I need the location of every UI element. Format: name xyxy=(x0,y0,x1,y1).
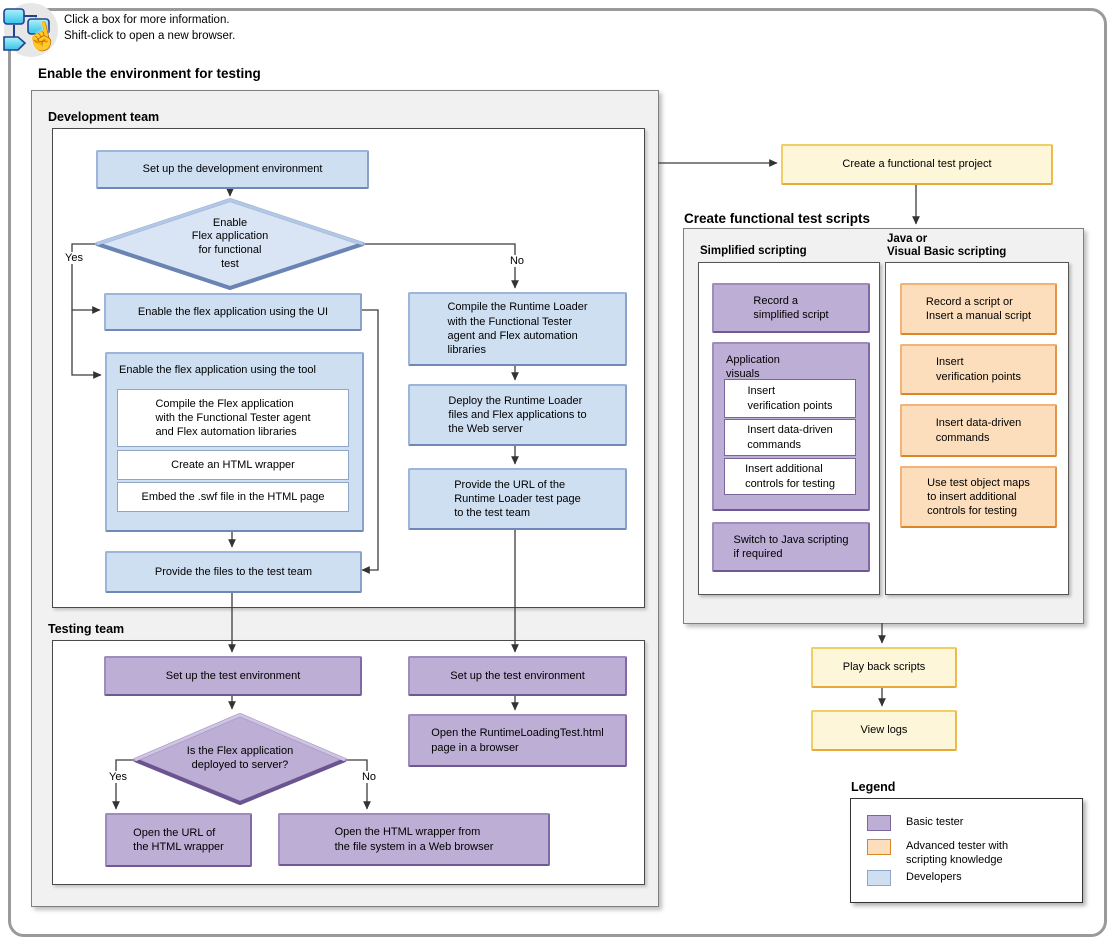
node-label: Create an HTML wrapper xyxy=(171,458,295,471)
legend-swatch-basic-tester xyxy=(867,815,891,831)
node-provide-url-runtime-loader[interactable]: Provide the URL of the Runtime Loader te… xyxy=(408,468,627,530)
node-label: Record a simplified script xyxy=(753,294,829,321)
node-label: Open the HTML wrapper from the file syst… xyxy=(334,826,494,853)
column-title-simplified-scripting: Simplified scripting xyxy=(700,245,807,257)
node-compile-flex-application[interactable]: Compile the Flex application with the Fu… xyxy=(117,389,349,447)
legend-label: Basic tester xyxy=(906,816,964,828)
container-label: Application visuals xyxy=(726,354,780,380)
legend-row-developers: Developers xyxy=(867,870,962,886)
decision-diamond-shape xyxy=(133,713,347,805)
node-label: Insert additional controls for testing xyxy=(745,463,835,490)
node-label: Play back scripts xyxy=(842,661,926,674)
legend-row-advanced-tester: Advanced tester with scripting knowledge xyxy=(867,839,1008,868)
node-record-script-or-manual[interactable]: Record a script or Insert a manual scrip… xyxy=(900,283,1057,335)
legend-label: Advanced tester with scripting knowledge xyxy=(906,840,1009,867)
decision-label: Is the Flex application deployed to serv… xyxy=(186,745,294,771)
node-setup-test-environment-left[interactable]: Set up the test environment xyxy=(104,656,362,696)
node-label: Insert verification points xyxy=(936,356,1021,383)
node-label: Set up the test environment xyxy=(165,669,301,682)
container-label: Enable the flex application using the to… xyxy=(119,364,316,376)
node-create-html-wrapper[interactable]: Create an HTML wrapper xyxy=(117,450,349,480)
node-label: View logs xyxy=(860,724,908,737)
node-label: Open the URL of the HTML wrapper xyxy=(133,826,224,853)
branch-label-yes: Yes xyxy=(58,252,90,264)
node-provide-files-to-test-team[interactable]: Provide the files to the test team xyxy=(105,551,362,593)
node-embed-swf-file[interactable]: Embed the .swf file in the HTML page xyxy=(117,482,349,512)
node-open-runtimeloadingtest-page[interactable]: Open the RuntimeLoadingTest.html page in… xyxy=(408,714,627,767)
column-title-java-vb-scripting: Java or Visual Basic scripting xyxy=(887,233,1007,259)
node-insert-data-driven-commands-java[interactable]: Insert data-driven commands xyxy=(900,404,1057,457)
node-view-logs[interactable]: View logs xyxy=(811,710,957,751)
branch-label-no: No xyxy=(353,771,385,783)
section-title-create-scripts: Create functional test scripts xyxy=(684,211,871,226)
node-open-html-wrapper-file-system[interactable]: Open the HTML wrapper from the file syst… xyxy=(278,813,550,866)
node-compile-runtime-loader[interactable]: Compile the Runtime Loader with the Func… xyxy=(408,292,627,366)
node-label: Set up the development environment xyxy=(142,163,323,176)
legend-label: Developers xyxy=(906,871,962,883)
node-label: Insert verification points xyxy=(747,385,833,412)
node-label: Deploy the Runtime Loader files and Flex… xyxy=(448,394,587,436)
group-title-development-team: Development team xyxy=(48,110,160,124)
node-insert-verification-points-simplified[interactable]: Insert verification points xyxy=(724,379,856,418)
legend-box: Basic tester Advanced tester with script… xyxy=(850,798,1083,903)
node-label: Insert data-driven commands xyxy=(747,424,833,451)
node-label: Create a functional test project xyxy=(842,158,992,171)
banner-line-2: Shift-click to open a new browser. xyxy=(64,29,236,42)
node-label: Provide the URL of the Runtime Loader te… xyxy=(454,478,581,520)
branch-label-no: No xyxy=(501,255,533,267)
flowchart-icon xyxy=(3,3,58,57)
node-label: Provide the files to the test team xyxy=(154,565,313,578)
node-label: Open the RuntimeLoadingTest.html page in… xyxy=(431,727,604,754)
node-play-back-scripts[interactable]: Play back scripts xyxy=(811,647,957,688)
node-label: Embed the .swf file in the HTML page xyxy=(141,490,325,503)
group-title-testing-team: Testing team xyxy=(48,622,125,636)
decision-label: Enable Flex application for functional t… xyxy=(191,216,269,270)
node-label: Compile the Flex application with the Fu… xyxy=(155,397,311,439)
node-switch-to-java-scripting[interactable]: Switch to Java scripting if required xyxy=(712,522,870,572)
node-label: Set up the test environment xyxy=(450,669,585,682)
branch-label-yes: Yes xyxy=(102,771,134,783)
decision-diamond-shape xyxy=(95,198,365,290)
node-deploy-runtime-loader[interactable]: Deploy the Runtime Loader files and Flex… xyxy=(408,384,627,446)
legend-title: Legend xyxy=(851,780,896,794)
node-enable-flex-ui[interactable]: Enable the flex application using the UI xyxy=(104,293,362,331)
node-label: Enable the flex application using the UI xyxy=(137,305,329,318)
node-open-url-html-wrapper[interactable]: Open the URL of the HTML wrapper xyxy=(105,813,252,867)
node-label: Insert data-driven commands xyxy=(935,417,1022,444)
decision-flex-deployed-to-server[interactable]: Is the Flex application deployed to serv… xyxy=(133,713,347,805)
decision-enable-flex-application[interactable]: Enable Flex application for functional t… xyxy=(95,198,365,290)
node-create-functional-test-project[interactable]: Create a functional test project xyxy=(781,144,1053,185)
node-setup-development-environment[interactable]: Set up the development environment xyxy=(96,150,369,189)
banner-instructions: Click a box for more information. Shift-… xyxy=(64,13,235,44)
node-label: Switch to Java scripting if required xyxy=(733,533,849,560)
legend-row-basic-tester: Basic tester xyxy=(867,815,963,831)
diagram-border xyxy=(8,8,1107,937)
section-title-enable-environment: Enable the environment for testing xyxy=(38,66,261,81)
node-use-test-object-maps[interactable]: Use test object maps to insert additiona… xyxy=(900,466,1057,528)
hand-cursor-icon: ☝ xyxy=(22,18,62,56)
node-insert-verification-points-java[interactable]: Insert verification points xyxy=(900,344,1057,395)
node-label: Record a script or Insert a manual scrip… xyxy=(925,295,1032,322)
legend-swatch-developers xyxy=(867,870,891,886)
node-label: Compile the Runtime Loader with the Func… xyxy=(447,301,588,357)
node-insert-additional-controls-simplified[interactable]: Insert additional controls for testing xyxy=(724,458,856,495)
node-insert-data-driven-commands-simplified[interactable]: Insert data-driven commands xyxy=(724,419,856,456)
node-label: Use test object maps to insert additiona… xyxy=(927,476,1030,518)
legend-swatch-advanced-tester xyxy=(867,839,891,855)
node-record-simplified-script[interactable]: Record a simplified script xyxy=(712,283,870,333)
clickable-flowchart-map-icon: ☝ xyxy=(1,1,61,61)
banner-line-1: Click a box for more information. xyxy=(64,14,230,26)
node-setup-test-environment-right[interactable]: Set up the test environment xyxy=(408,656,627,696)
